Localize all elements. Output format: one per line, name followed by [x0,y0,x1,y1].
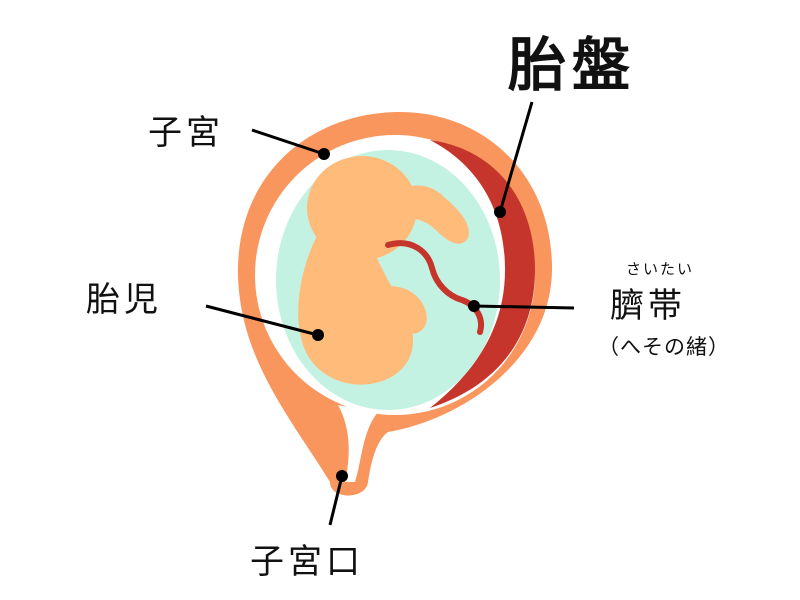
umbilical-cord-shape [385,240,484,335]
label-uterus: 子宮 [148,113,224,153]
leader-dot-uterus [318,148,330,160]
leader-line-fetus [205,304,319,337]
label-umbilical-cord-reading: さいたい [626,260,695,278]
label-umbilical-cord-note: （へその緒） [598,335,730,359]
leader-dot-fetus [312,329,324,341]
fetus-body [298,230,414,385]
leader-line-uterus [251,128,325,156]
leader-line-umbilical-cord [473,304,575,310]
leader-dot-cervix [336,470,348,482]
cervix-channel [338,405,378,482]
leader-line-cervix [328,475,344,526]
fetus-figure [298,156,469,385]
label-placenta: 胎盤 [508,31,637,99]
fetus-arm [385,185,469,244]
fetus-head [307,156,417,260]
fetus-foot [376,306,408,330]
placenta-shape [430,140,535,408]
leader-line-placenta [498,101,534,213]
label-fetus: 胎児 [86,280,162,320]
leader-dot-umbilical-cord [468,300,480,312]
label-cervix: 子宮口 [250,542,364,582]
leader-dot-placenta [494,206,506,218]
label-umbilical-cord: 臍帯 [610,286,686,326]
